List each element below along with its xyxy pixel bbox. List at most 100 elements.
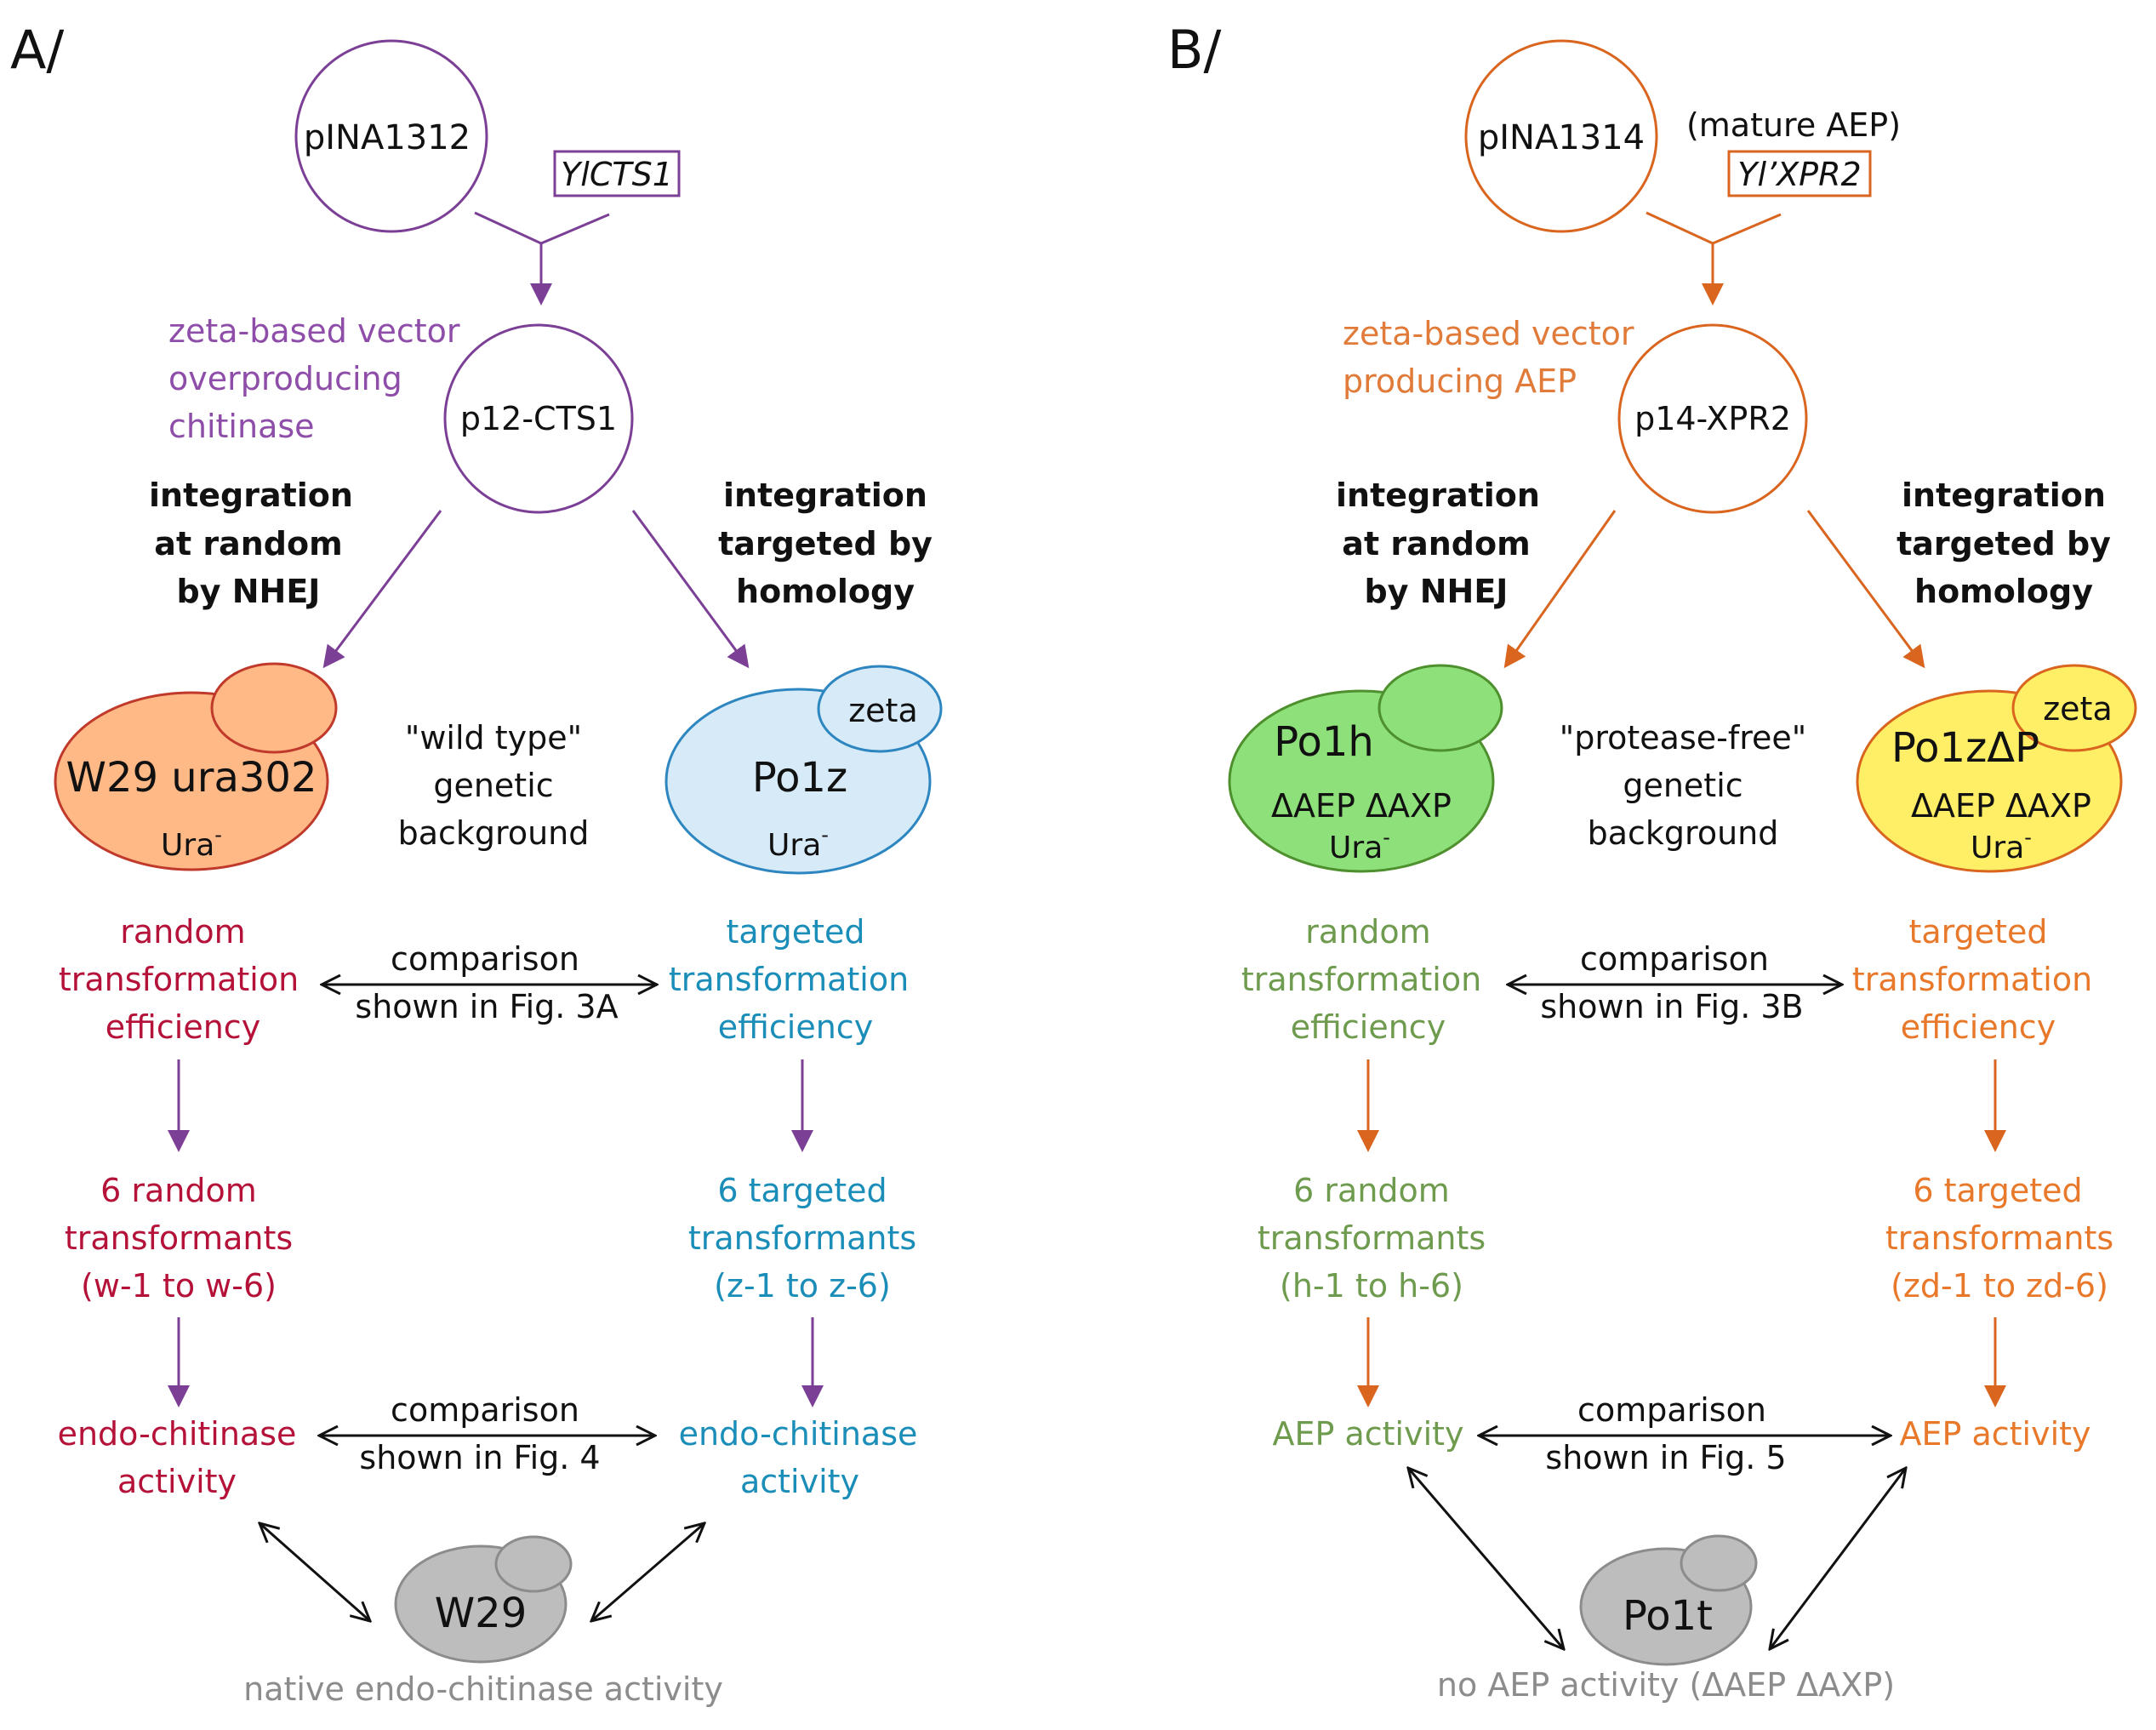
svg-text:comparison: comparison [1577,1391,1766,1429]
vector-label: p14-XPR2 [1634,400,1791,437]
strain-po1z-delta-p: zeta Po1zΔP ΔAEP ΔAXP Ura- [1856,664,2137,873]
svg-text:zeta-based vector: zeta-based vector [168,312,460,350]
svg-text:transformants: transformants [1258,1219,1486,1257]
gene-label: Yl’XPR2 [1737,156,1861,193]
gene-box [553,150,681,197]
strain-po1z: zeta Po1z Ura- [664,665,943,875]
arrow-targeted-wt [591,1523,704,1621]
svg-text:chitinase: chitinase [168,408,315,445]
right-integration-label: integration targeted by homology [1896,477,2111,610]
random-activity-label: endo-chitinase activity [58,1415,297,1500]
svg-text:activity: activity [117,1463,237,1500]
strain-po1h: Po1h ΔAEP ΔAXP Ura- [1228,664,1503,873]
svg-text:endo-chitinase: endo-chitinase [58,1415,297,1453]
plasmid-label: pINA1312 [304,118,471,157]
genetic-background-label: "wild type" genetic background [398,719,590,852]
svg-text:targeted by: targeted by [718,525,933,562]
plasmid-label: pINA1314 [1478,118,1645,157]
svg-text:efficiency: efficiency [1291,1008,1446,1046]
targeted-activity-label: endo-chitinase activity [679,1415,918,1500]
comparison-fig3a: comparison shown in Fig. 3A [355,940,618,1025]
plasmid-circle [1464,39,1658,233]
random-efficiency-label: random transformation efficiency [59,913,299,1046]
svg-text:efficiency: efficiency [1901,1008,2056,1046]
vector-description: zeta-based vector producing AEP [1343,315,1634,400]
arrow-random-wt [260,1523,370,1621]
svg-text:efficiency: efficiency [106,1008,260,1046]
svg-text:ΔAEP ΔAXP: ΔAEP ΔAXP [1911,787,2091,825]
svg-text:transformation: transformation [59,961,299,998]
comparison-fig4: comparison shown in Fig. 4 [359,1391,600,1476]
svg-text:efficiency: efficiency [718,1008,873,1046]
svg-text:targeted: targeted [1908,913,2047,951]
arrow-targeted-wt [1770,1468,1906,1649]
arrow-to-targeted [1806,510,1925,669]
svg-text:ΔAEP ΔAXP: ΔAEP ΔAXP [1271,787,1452,825]
gene-note: (mature AEP) [1686,106,1901,144]
svg-text:Ura-: Ura- [161,823,222,863]
svg-text:Po1z: Po1z [752,754,847,802]
svg-text:(zd-1 to zd-6): (zd-1 to zd-6) [1891,1267,2108,1305]
svg-text:shown in Fig. 3B: shown in Fig. 3B [1540,988,1803,1025]
arrow-to-random [322,510,442,669]
svg-text:zeta-based vector: zeta-based vector [1343,315,1634,352]
svg-text:Ura-: Ura- [1971,825,2032,865]
vector-label: p12-CTS1 [460,400,617,437]
svg-text:integration: integration [1336,477,1540,514]
svg-text:activity: activity [740,1463,859,1500]
svg-text:random: random [1305,913,1430,951]
svg-text:"protease-free": "protease-free" [1560,719,1807,757]
no-activity-label: no AEP activity (ΔAEP ΔAXP) [1437,1666,1895,1704]
junction-lines [1646,211,1782,302]
svg-text:producing AEP: producing AEP [1343,363,1577,400]
svg-text:W29: W29 [435,1590,528,1637]
arrow-random-wt [1408,1468,1564,1649]
svg-text:transformation: transformation [669,961,909,998]
svg-text:(w-1 to w-6): (w-1 to w-6) [81,1267,277,1305]
svg-text:targeted: targeted [726,913,864,951]
svg-text:genetic: genetic [433,767,553,804]
svg-text:"wild type": "wild type" [405,719,582,757]
svg-text:transformants: transformants [688,1219,916,1257]
svg-text:background: background [398,814,590,852]
plasmid-circle [294,39,488,233]
svg-text:integration: integration [1902,477,2106,514]
svg-text:Po1t: Po1t [1623,1592,1713,1640]
svg-text:homology: homology [736,573,915,610]
random-transformants-label: 6 random transformants (w-1 to w-6) [65,1172,293,1305]
arrow-to-random [1503,510,1617,669]
svg-text:integration: integration [149,477,353,514]
comparison-fig5: comparison shown in Fig. 5 [1545,1391,1786,1476]
svg-text:by NHEJ: by NHEJ [1365,573,1509,610]
native-activity-label: native endo-chitinase activity [243,1670,723,1708]
svg-text:zeta: zeta [848,692,918,729]
vector-description: zeta-based vector overproducing chitinas… [168,312,460,445]
svg-text:comparison: comparison [391,940,579,978]
targeted-efficiency-label: targeted transformation efficiency [1852,913,2092,1046]
random-activity-label: AEP activity [1272,1415,1463,1453]
panel-a: A/ pINA1312 YlCTS1 zeta-based vector ove… [10,19,943,1708]
svg-text:6 targeted: 6 targeted [717,1172,887,1209]
svg-text:6 random: 6 random [1293,1172,1450,1209]
targeted-efficiency-label: targeted transformation efficiency [669,913,909,1046]
vector-circle [443,323,634,514]
svg-text:targeted by: targeted by [1896,525,2111,562]
svg-text:transformants: transformants [65,1219,293,1257]
svg-text:by NHEJ: by NHEJ [177,573,321,610]
svg-text:shown in Fig. 4: shown in Fig. 4 [359,1439,600,1476]
svg-text:transformation: transformation [1241,961,1481,998]
targeted-transformants-label: 6 targeted transformants (z-1 to z-6) [688,1172,916,1305]
random-transformants-label: 6 random transformants (h-1 to h-6) [1258,1172,1486,1305]
arrow-to-targeted [631,510,750,669]
svg-text:Po1h: Po1h [1274,718,1374,766]
genetic-background-label: "protease-free" genetic background [1560,719,1807,852]
svg-text:transformants: transformants [1885,1219,2113,1257]
svg-text:W29 ura302: W29 ura302 [66,754,317,802]
svg-text:comparison: comparison [1580,940,1769,978]
svg-text:at random: at random [1342,525,1530,562]
svg-text:6 targeted: 6 targeted [1913,1172,2082,1209]
junction-lines [474,211,610,302]
panel-a-label: A/ [10,19,64,81]
svg-text:(h-1 to h-6): (h-1 to h-6) [1280,1267,1463,1305]
